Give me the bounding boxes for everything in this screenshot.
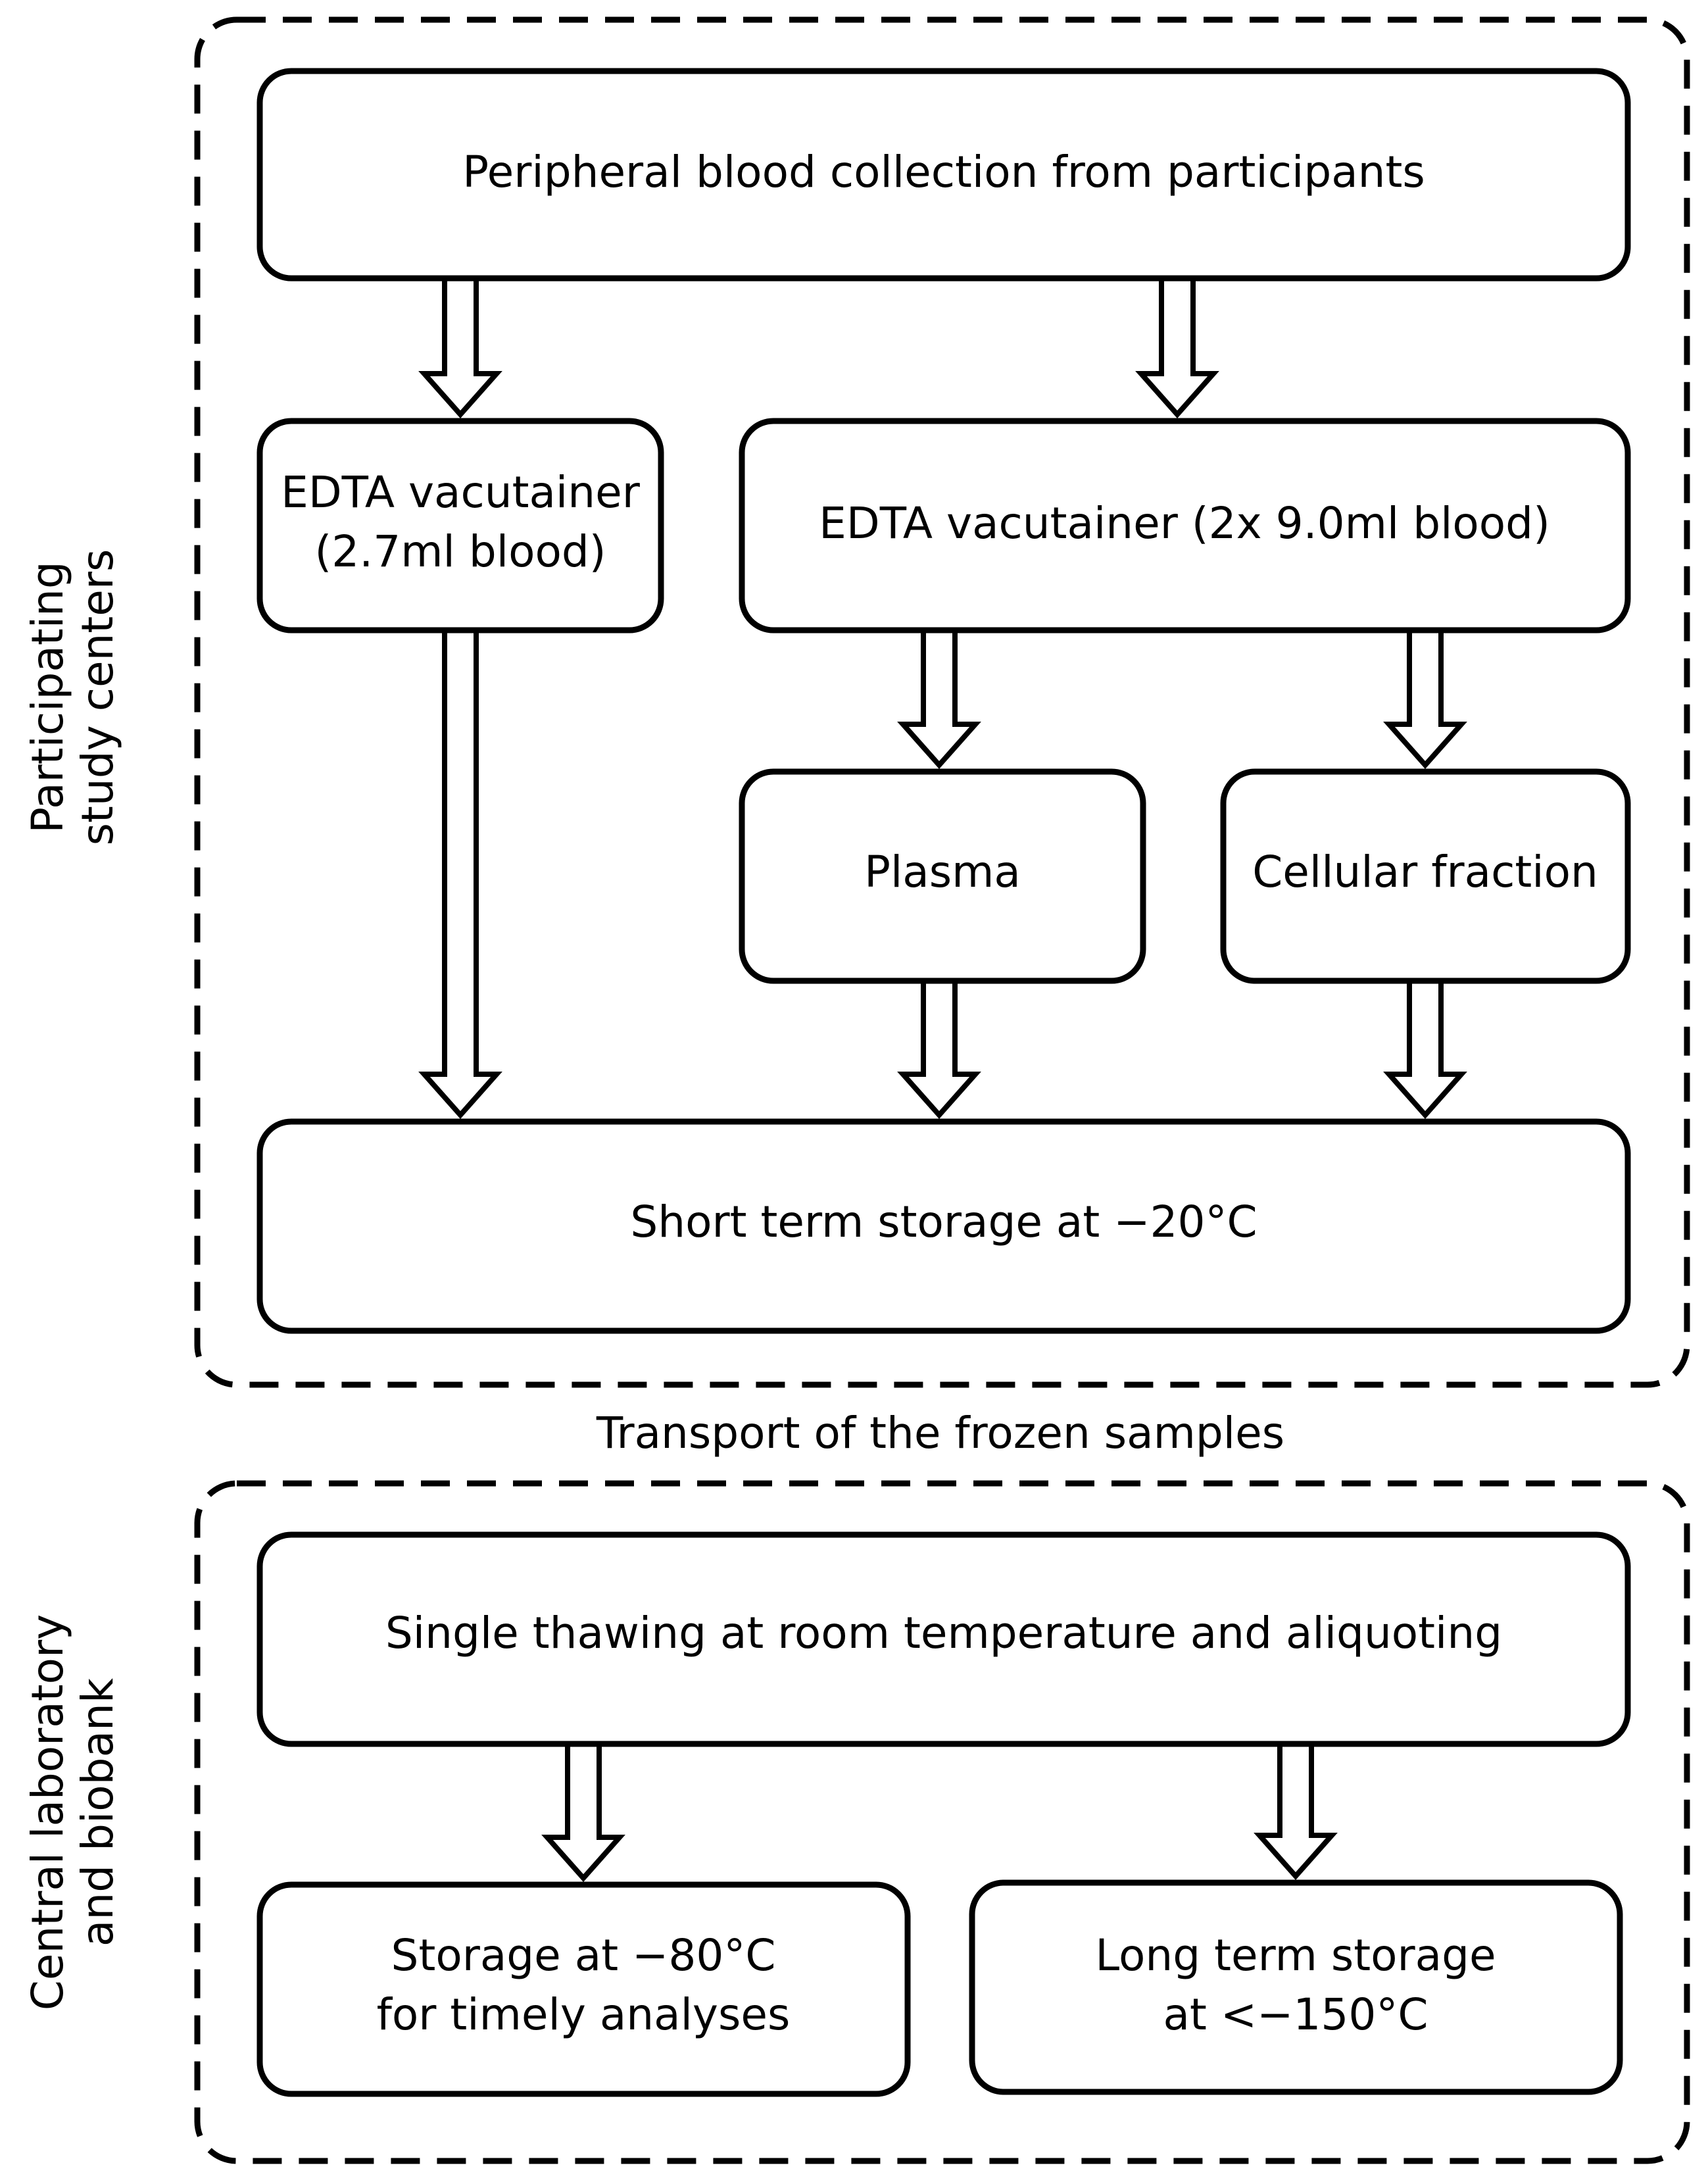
edta-small-text-line2: (2.7ml blood) [315,526,606,577]
central-lab-group [194,1480,1690,2164]
thawing-box: Single thawing at room temperature and a… [256,1531,1631,1747]
storage-80-text-line2: for timely analyses [377,1989,791,2040]
central-lab-label: Central laboratory and biobank [22,1614,123,2010]
storage-80-text-line1: Storage at −80°C [391,1930,776,1981]
plasma-box: Plasma [739,768,1146,984]
arrow-thawing-to-storage-80 [541,1741,625,1883]
long-term-storage-box: Long term storage at <−150°C [969,1879,1623,2095]
arrow-thawing-to-long-term [1254,1741,1338,1881]
arrow-cellular-to-storage [1383,978,1467,1120]
arrow-plasma-to-storage [897,978,981,1120]
blood-collection-text: Peripheral blood collection from partici… [462,147,1425,197]
plasma-text: Plasma [864,847,1021,897]
central-lab-label-line2: and biobank [72,1677,123,1946]
arrow-edta-large-to-plasma [897,628,981,770]
edta-small-box: EDTA vacutainer (2.7ml blood) [256,418,664,633]
study-centers-label-line2: study centers [72,549,123,846]
transport-label: Transport of the frozen samples [596,1408,1284,1458]
long-term-storage-text-line2: at <−150°C [1163,1989,1428,2040]
edta-large-box: EDTA vacutainer (2x 9.0ml blood) [739,418,1631,633]
short-term-storage-box: Short term storage at −20°C [256,1118,1631,1334]
cellular-fraction-box: Cellular fraction [1220,768,1631,984]
arrows [418,276,1467,1883]
central-lab-label-line1: Central laboratory [22,1614,73,2010]
edta-large-text: EDTA vacutainer (2x 9.0ml blood) [819,498,1550,549]
arrow-edta-large-to-cellular [1383,628,1467,770]
arrow-collection-to-edta-small [418,276,502,419]
cellular-fraction-text: Cellular fraction [1252,847,1598,897]
blood-collection-box: Peripheral blood collection from partici… [256,68,1631,282]
long-term-storage-text-line1: Long term storage [1095,1930,1496,1981]
thawing-text: Single thawing at room temperature and a… [385,1608,1502,1658]
short-term-storage-text: Short term storage at −20°C [630,1197,1257,1247]
storage-80-box: Storage at −80°C for timely analyses [256,1881,911,2097]
edta-small-text-line1: EDTA vacutainer [281,467,641,518]
study-centers-label: Participating study centers [22,549,123,846]
arrow-collection-to-edta-large [1135,276,1219,419]
arrow-edta-small-to-storage [418,628,502,1120]
study-centers-label-line1: Participating [22,561,73,833]
study-centers-group [194,16,1690,1388]
